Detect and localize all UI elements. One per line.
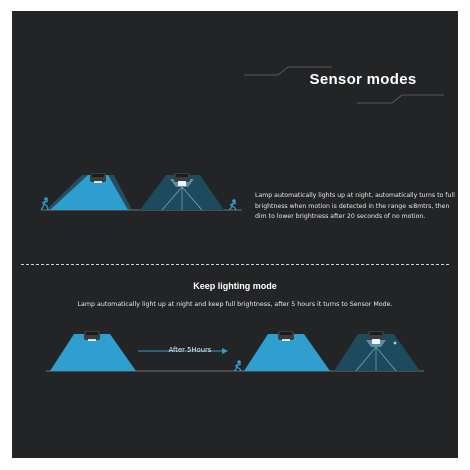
lamp-bright-3 — [244, 331, 330, 371]
lamp-bright-2 — [50, 331, 136, 371]
sensor-description: Lamp automatically lights up at night, a… — [255, 192, 455, 221]
lamp-dim-2 — [334, 331, 420, 372]
running-person-icon-2 — [228, 199, 237, 211]
section-title-sensor: Sensor modes — [309, 71, 417, 88]
section-title-keep: Keep lighting mode — [193, 281, 277, 291]
running-person-icon-3 — [233, 360, 242, 372]
solar-lamp-icon — [90, 173, 106, 183]
dashed-divider — [21, 264, 449, 265]
solar-lamp-icon — [174, 173, 190, 186]
lamp-dim-1 — [140, 173, 224, 211]
solar-lamp-icon — [84, 331, 100, 341]
title-decor-lines — [244, 66, 444, 104]
lamp-bright-1 — [46, 173, 132, 210]
arrow-right-icon — [138, 348, 228, 354]
mode-panel: Sensor modes Lamp automatically lights u… — [12, 11, 458, 458]
arrow-label: After 5Hours — [168, 346, 212, 354]
solar-lamp-icon — [368, 331, 384, 344]
light-beam-bright — [50, 175, 128, 210]
running-person-icon — [40, 197, 49, 211]
keep-description: Lamp automatically light up at night and… — [77, 301, 393, 308]
solar-lamp-icon — [278, 331, 294, 341]
illustrations — [40, 66, 444, 372]
